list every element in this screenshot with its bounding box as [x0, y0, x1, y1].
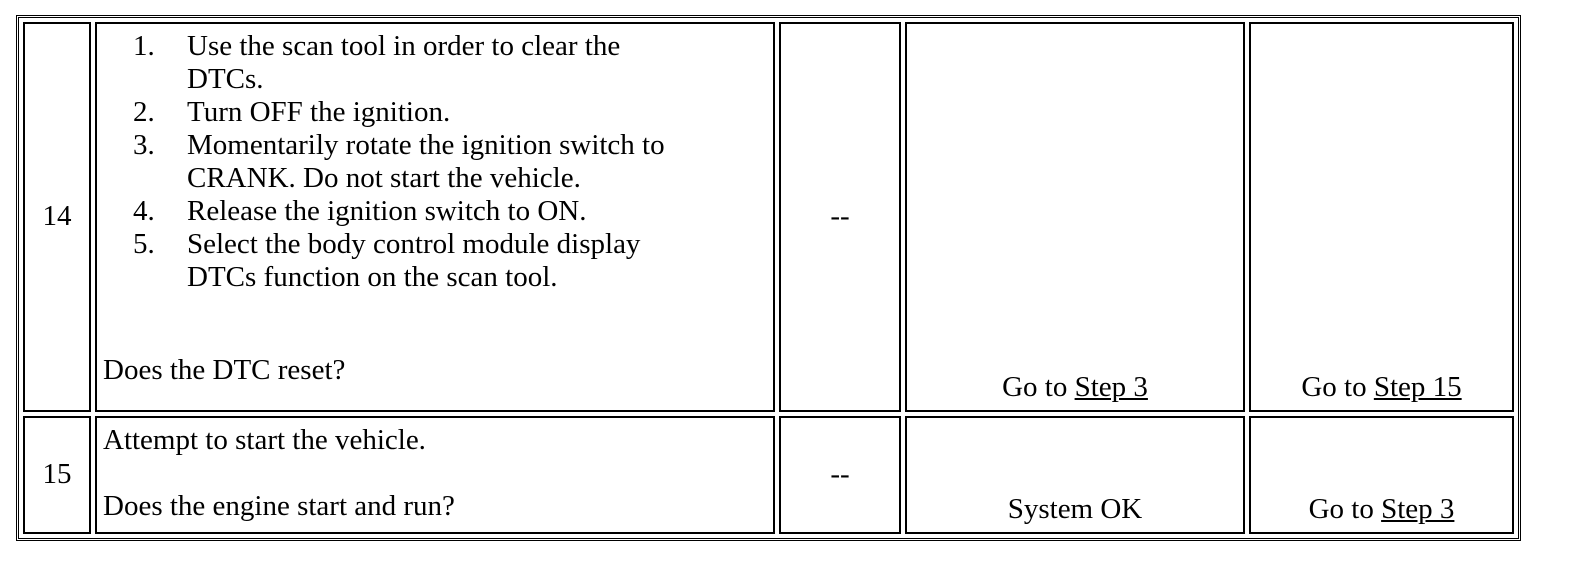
- action-list: 1. Use the scan tool in order to clear t…: [103, 30, 767, 294]
- question-text: Does the engine start and run?: [103, 489, 455, 522]
- action-text: Attempt to start the vehicle.: [103, 423, 426, 456]
- action-item-text: DTCs function on the scan tool.: [187, 261, 558, 293]
- action-item-number: 3.: [133, 129, 155, 161]
- yes-prefix: Go to: [1002, 370, 1075, 403]
- yes-cell: Go to Step 3: [905, 22, 1245, 412]
- action-item-text: DTCs.: [187, 63, 264, 95]
- no-prefix: Go to: [1301, 370, 1374, 403]
- action-item-number: 5.: [133, 228, 155, 260]
- table-row: 14 1. Use the scan tool in order to clea…: [23, 22, 1514, 412]
- go-to-step-3-link[interactable]: Step 3: [1381, 493, 1455, 525]
- action-item-text: Select the body control module display: [187, 228, 641, 260]
- value-cell: --: [779, 22, 901, 412]
- action-item-number: 4.: [133, 195, 155, 227]
- step-number: 14: [42, 200, 72, 233]
- go-to-step-3-link[interactable]: Step 3: [1074, 370, 1148, 403]
- spacer: [103, 457, 767, 490]
- value-text: --: [830, 200, 850, 233]
- action-item-text: CRANK. Do not start the vehicle.: [187, 162, 581, 194]
- action-item-text: Release the ignition switch to ON.: [187, 195, 587, 227]
- spacer: [103, 294, 767, 354]
- step-number: 15: [42, 458, 72, 491]
- go-to-step-15-link[interactable]: Step 15: [1373, 370, 1462, 403]
- action-item-text: Use the scan tool in order to clear the: [187, 30, 621, 62]
- no-prefix: Go to: [1308, 493, 1382, 525]
- yes-text: System OK: [1007, 493, 1143, 525]
- action-item: 5. Select the body control module displa…: [133, 228, 767, 294]
- question-text: Does the DTC reset?: [103, 354, 346, 386]
- action-item: 3. Momentarily rotate the ignition switc…: [133, 129, 767, 195]
- step-number-cell: 15: [23, 415, 91, 534]
- no-cell: Go to Step 15: [1249, 22, 1514, 412]
- yes-cell: System OK: [905, 415, 1245, 534]
- action-item-text: Turn OFF the ignition.: [187, 96, 451, 128]
- value-cell: --: [779, 415, 901, 534]
- action-cell: Attempt to start the vehicle. Does the e…: [95, 415, 775, 534]
- action-item-text: Momentarily rotate the ignition switch t…: [187, 129, 665, 161]
- action-item: 2. Turn OFF the ignition.: [133, 96, 767, 129]
- table-row: 15 Attempt to start the vehicle. Does th…: [23, 415, 1514, 534]
- action-item: 1. Use the scan tool in order to clear t…: [133, 30, 767, 96]
- no-cell: Go to Step 3: [1249, 415, 1514, 534]
- action-cell: 1. Use the scan tool in order to clear t…: [95, 22, 775, 412]
- step-number-cell: 14: [23, 22, 91, 412]
- action-item-number: 2.: [133, 96, 155, 128]
- diagnostic-table: 14 1. Use the scan tool in order to clea…: [16, 15, 1521, 541]
- action-item: 4. Release the ignition switch to ON.: [133, 195, 767, 228]
- action-item-number: 1.: [133, 30, 155, 62]
- value-text: --: [830, 458, 850, 491]
